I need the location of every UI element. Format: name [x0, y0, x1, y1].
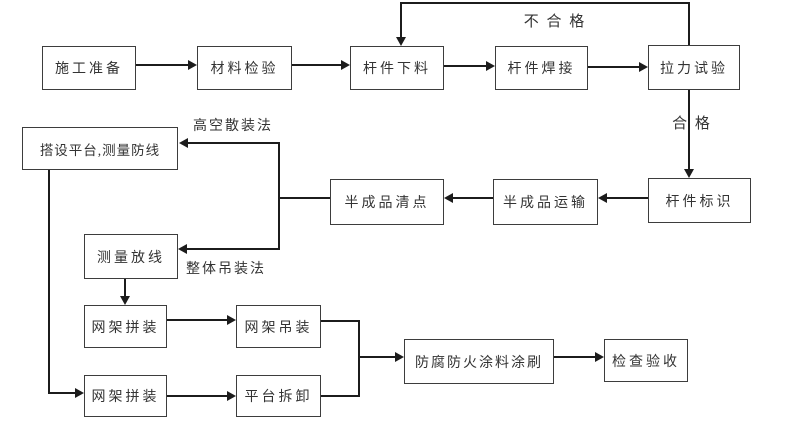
arrowhead-icon: [341, 60, 350, 70]
connector-marking-to-transport: [607, 197, 648, 199]
arrowhead-icon: [75, 388, 84, 398]
connector-cutting-to-welding: [444, 65, 487, 67]
connector-junction-vertical: [278, 142, 280, 250]
connector-hoisting-out: [321, 320, 360, 322]
connector-to-measure-setout: [187, 248, 280, 250]
arrowhead-icon: [684, 169, 694, 178]
connector-inspection-to-cutting: [292, 64, 342, 66]
node-grid-assembly-lower: 网架拼装: [84, 375, 167, 417]
node-inspection-acceptance: 检查验收: [604, 339, 688, 382]
arrowhead-icon: [227, 315, 236, 325]
node-platform-dismantle: 平台拆卸: [236, 375, 321, 417]
connector-feedback-top: [400, 2, 690, 4]
label-integral-hoisting-method: 整体吊装法: [186, 262, 266, 277]
connector-merge-to-coating: [358, 356, 396, 358]
node-coating: 防腐防火涂料涂刷: [404, 339, 554, 384]
connector-coating-to-acceptance: [554, 356, 596, 358]
arrowhead-icon: [486, 61, 495, 71]
node-grid-hoisting: 网架吊装: [236, 305, 321, 348]
connector-platform-drop: [48, 170, 50, 393]
arrowhead-icon: [395, 352, 404, 362]
arrowhead-icon: [595, 352, 604, 362]
node-material-inspection: 材料检验: [197, 46, 292, 90]
arrowhead-icon: [444, 193, 453, 203]
connector-transport-to-check: [453, 197, 493, 199]
node-bar-cutting: 杆件下料: [350, 46, 444, 90]
connector-feedback-up: [688, 2, 690, 45]
arrowhead-icon: [598, 193, 607, 203]
arrowhead-icon: [120, 296, 130, 305]
node-semi-product-transport: 半成品运输: [493, 179, 598, 225]
arrowhead-icon: [178, 244, 187, 254]
node-grid-assembly-upper: 网架拼装: [84, 305, 167, 348]
connector-check-to-junction: [278, 197, 330, 199]
node-construction-prep: 施工准备: [42, 46, 136, 90]
connector-feedback-down: [400, 2, 402, 38]
node-bar-welding: 杆件焊接: [495, 46, 588, 90]
connector-assembly-to-hoisting: [167, 319, 228, 321]
connector-assembly-to-dismantle: [167, 395, 228, 397]
label-qualified: 合 格: [672, 116, 712, 132]
connector-welding-to-test: [588, 66, 640, 68]
arrowhead-icon: [227, 391, 236, 401]
label-high-altitude-bulk-method: 高空散装法: [193, 119, 273, 134]
node-tension-test: 拉力试验: [648, 45, 740, 90]
connector-test-to-marking: [688, 90, 690, 170]
connector-prep-to-inspection: [136, 64, 191, 66]
connector-setout-to-assembly-upper: [124, 279, 126, 297]
node-platform-setup: 搭设平台,测量防线: [22, 127, 178, 170]
arrowhead-icon: [179, 138, 188, 148]
arrowhead-icon: [188, 60, 197, 70]
label-unqualified: 不 合 格: [523, 14, 587, 30]
connector-to-platform-setup: [188, 142, 280, 144]
connector-dismantle-out: [321, 395, 360, 397]
connector-merge-vertical: [358, 320, 360, 397]
node-measure-setout: 测量放线: [84, 234, 178, 279]
arrowhead-icon: [639, 62, 648, 72]
node-semi-product-check: 半成品清点: [330, 179, 444, 225]
connector-drop-to-assembly-lower: [48, 392, 76, 394]
node-bar-marking: 杆件标识: [648, 178, 751, 223]
arrowhead-icon: [396, 37, 406, 46]
